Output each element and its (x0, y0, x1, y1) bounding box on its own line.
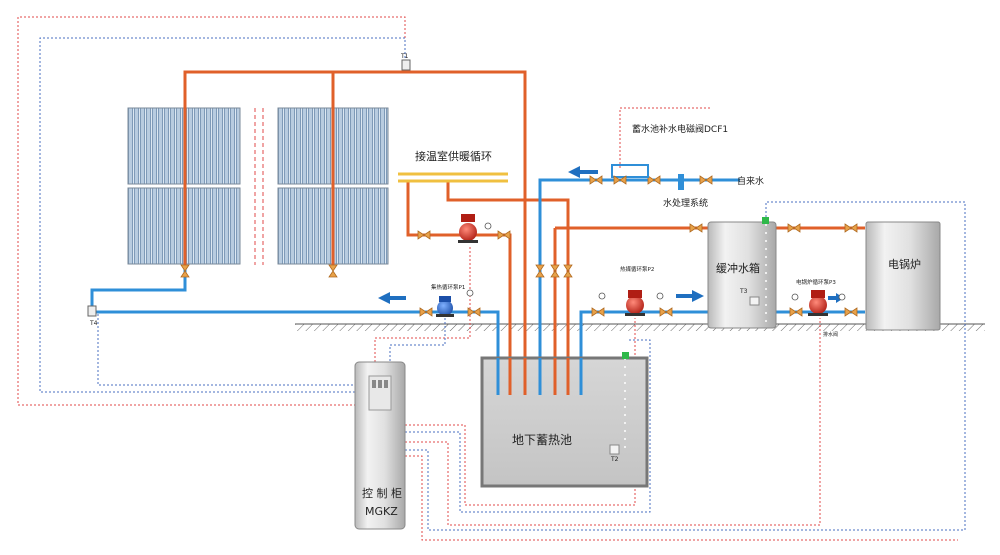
pool-pipe-ends (496, 358, 583, 395)
solar-collector-array (127, 107, 389, 265)
buffer-tank: T3 (707, 217, 777, 329)
pump-p1 (436, 296, 454, 317)
electric-boiler-label: 电锅炉 (888, 258, 921, 271)
sensor-t2-label: T2 (610, 456, 619, 463)
solenoid-valve-label: 蓄水池补水电磁阀DCF1 (632, 123, 728, 135)
underground-heat-storage-pool: T2 (480, 352, 649, 488)
solenoid-valve-dcf1 (611, 164, 684, 190)
sensor-t4-label: T4 (89, 320, 98, 327)
sensor-t1-label: T1 (400, 53, 409, 60)
underground-pool-label: 地下蓄热池 (512, 433, 572, 447)
sensor-t4-box (87, 305, 97, 317)
tap-water-label: 自来水 (737, 175, 764, 187)
drain-label: 排水阀 (823, 331, 838, 338)
pump-p3 (808, 290, 828, 316)
control-cabinet-model: MGKZ (365, 505, 398, 518)
buffer-tank-label: 缓冲水箱 (716, 261, 760, 275)
hot-pipes (183, 70, 865, 395)
control-cabinet-label: 控 制 柜 (362, 486, 402, 500)
electric-boiler (865, 221, 941, 331)
pump-p2-label: 热媒循环泵P2 (620, 265, 654, 273)
control-cabinet (354, 361, 406, 530)
water-treatment-label: 水处理系统 (663, 197, 708, 209)
greenhouse-heating-pipes (398, 172, 508, 183)
valves (180, 175, 858, 317)
pump-heating-loop (458, 214, 478, 243)
sensor-t1-box (401, 59, 411, 71)
sensor-t3-label: T3 (739, 288, 748, 295)
pump-p1-label: 集热循环泵P1 (431, 283, 465, 291)
heating-loop-label: 接温室供暖循环 (415, 149, 492, 163)
pressure-gauges (466, 222, 846, 301)
pump-p3-label: 电锅炉循环泵P3 (796, 278, 836, 286)
pump-p2 (625, 290, 645, 316)
